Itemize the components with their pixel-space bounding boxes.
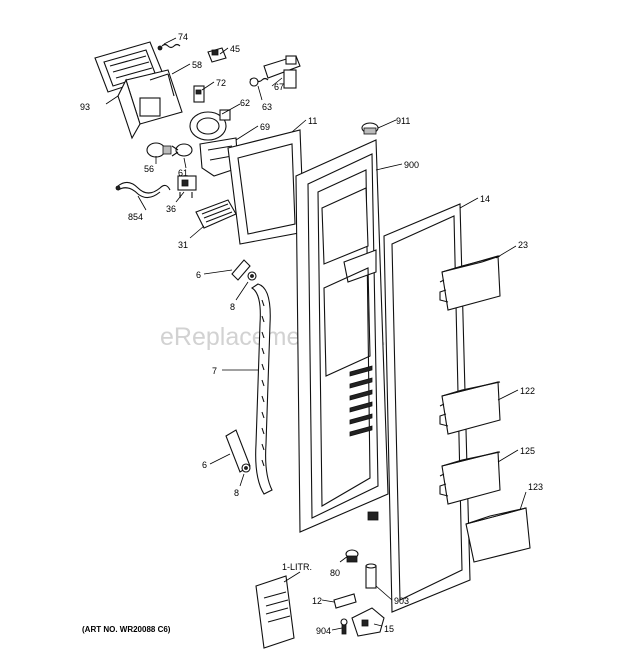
callout-8-top: 8 (230, 302, 235, 312)
bracket-67 (263, 55, 301, 89)
leader-lines (105, 37, 527, 631)
grille-31 (195, 199, 237, 229)
door-bin-23 (439, 255, 501, 311)
art-number: (ART NO. WR20088 C6) (82, 625, 171, 634)
switch-36 (177, 175, 197, 198)
callout-93: 93 (80, 102, 90, 112)
door-shelf-ribs (349, 365, 373, 437)
screw-904 (340, 618, 348, 635)
wire-harness-854 (115, 181, 171, 199)
shim-12 (333, 593, 357, 609)
screw-8-bottom (241, 463, 251, 473)
literature-pack-1-litr (255, 575, 295, 649)
spring-74 (157, 43, 181, 51)
callout-63: 63 (262, 102, 272, 112)
solenoid-62 (189, 109, 231, 141)
bushing-80 (345, 549, 359, 563)
hinge-pin-903 (365, 563, 377, 589)
callout-72: 72 (216, 78, 226, 88)
callout-7: 7 (212, 366, 217, 376)
callout-12: 12 (312, 596, 322, 606)
callout-56: 56 (144, 164, 154, 174)
callout-61: 61 (178, 168, 188, 178)
callout-58: 58 (192, 60, 202, 70)
callout-23: 23 (518, 240, 528, 250)
callout-903: 903 (394, 596, 409, 606)
callout-69: 69 (260, 122, 270, 132)
callout-122: 122 (520, 386, 535, 396)
bottom-hinge-15 (351, 607, 385, 637)
callout-62: 62 (240, 98, 250, 108)
callout-labels: 93 74 45 58 72 67 62 63 69 11 911 900 56… (80, 32, 543, 636)
callout-904: 904 (316, 626, 331, 636)
callout-6-bottom: 6 (202, 460, 207, 470)
hinge-cap-911 (361, 122, 379, 135)
callout-15: 15 (384, 624, 394, 634)
callout-80: 80 (330, 568, 340, 578)
callout-8-bottom: 8 (234, 488, 239, 498)
fresh-food-door-900 (295, 139, 389, 533)
callout-911: 911 (396, 116, 410, 126)
door-bin-122 (439, 381, 501, 435)
callout-900: 900 (404, 160, 419, 170)
callout-74: 74 (178, 32, 188, 42)
callout-45: 45 (230, 44, 240, 54)
door-bin-125 (439, 451, 501, 505)
handle-cap-6-top (231, 259, 251, 281)
callout-11: 11 (308, 116, 317, 126)
callout-67: 67 (274, 82, 284, 92)
screw-8-top (247, 271, 257, 281)
door-bin-123 (465, 507, 531, 563)
switch-45 (207, 47, 227, 63)
socket-61 (171, 143, 193, 157)
dispenser-frame-11 (227, 129, 305, 245)
actuator-72 (193, 85, 205, 103)
callout-6-top: 6 (196, 270, 201, 280)
callout-31: 31 (178, 240, 188, 250)
callout-36: 36 (166, 204, 176, 214)
callout-854: 854 (128, 212, 143, 222)
door-handle-7 (250, 283, 273, 495)
callout-123: 123 (528, 482, 543, 492)
spring-63 (249, 77, 269, 87)
callout-125: 125 (520, 446, 535, 456)
callout-1-litr: 1-LITR. (282, 562, 312, 572)
dispenser-housing-58 (117, 69, 183, 140)
bulb-56 (146, 142, 172, 158)
callout-14: 14 (480, 194, 490, 204)
